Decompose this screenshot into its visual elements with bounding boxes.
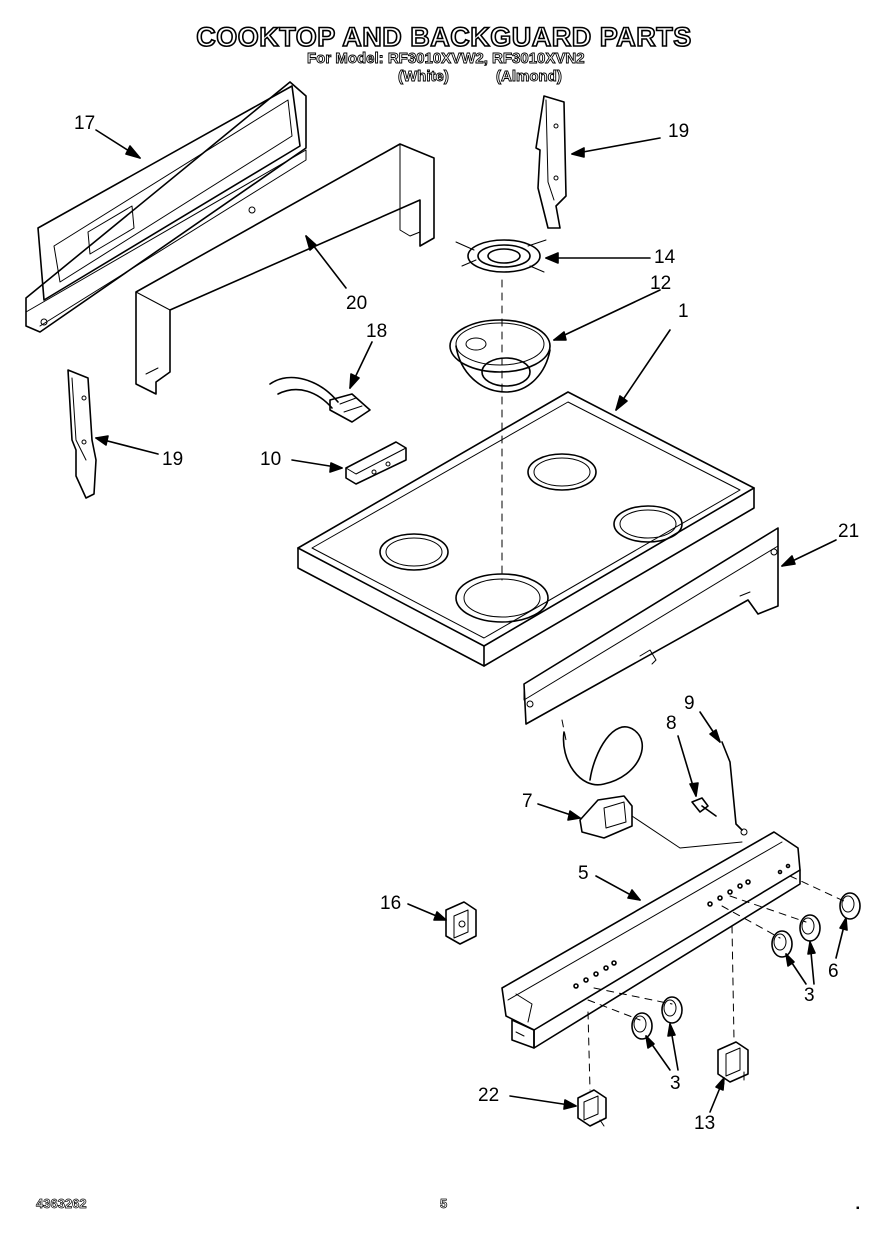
page-title: COOKTOP AND BACKGUARD PARTS [195,21,692,53]
leader-1 [615,329,671,411]
part-20-backguard-trim [135,143,435,395]
part-7-switch [562,726,743,849]
variant-white-label: (White) [398,68,450,86]
callout-5: 5 [578,863,589,884]
leader-19-top [571,137,661,155]
part-18-wire-harness [269,376,371,423]
part-9-wire [721,741,748,836]
callout-3-lower: 3 [670,1073,681,1094]
callout-10: 10 [260,449,282,470]
part-17-backguard [25,81,307,333]
part-number: 4363262 [36,1196,87,1212]
callout-12: 12 [650,273,672,294]
part-21-front-trim [523,527,779,725]
leader-12 [553,289,661,341]
callout-8: 8 [666,713,677,734]
page-number: 5 [440,1196,448,1212]
callout-9: 9 [684,693,695,714]
part-3-knob-lower-b [631,1012,653,1040]
callout-17: 17 [74,113,96,134]
part-14-surface-element [455,239,547,273]
callout-13: 13 [694,1113,716,1134]
callout-20: 20 [346,293,368,314]
variant-almond-label: (Almond) [496,68,563,86]
part-3-knob-upper-b [771,930,793,958]
model-line: For Model: RF3010XVW2, RF3010XVN2 [307,50,585,68]
callout-7: 7 [522,791,533,812]
part-3-knob-upper-a [799,914,821,942]
part-16-switch [445,901,477,945]
callout-6: 6 [828,961,839,982]
part-19-bracket-left [67,369,97,499]
callout-1: 1 [678,301,689,322]
callout-19-top: 19 [668,121,690,142]
callout-18: 18 [366,321,388,342]
part-1-cooktop [297,391,755,667]
callout-14: 14 [654,247,676,268]
part-12-drip-bowl [449,319,551,393]
part-10-bracket [345,441,407,485]
corner-mark: ▪ [856,1203,860,1214]
part-22-switch [577,1089,607,1127]
part-19-bracket-right [535,95,567,229]
part-3-knob-lower-a [661,996,683,1024]
callout-16: 16 [380,893,402,914]
part-13-switch [717,1041,749,1085]
callout-21: 21 [838,521,860,542]
part-6-knob [839,892,861,920]
callout-19-left: 19 [162,449,184,470]
callout-3-upper: 3 [804,985,815,1006]
callout-22: 22 [478,1085,500,1106]
part-5-control-panel [501,831,801,1049]
part-8-screw [691,797,717,817]
